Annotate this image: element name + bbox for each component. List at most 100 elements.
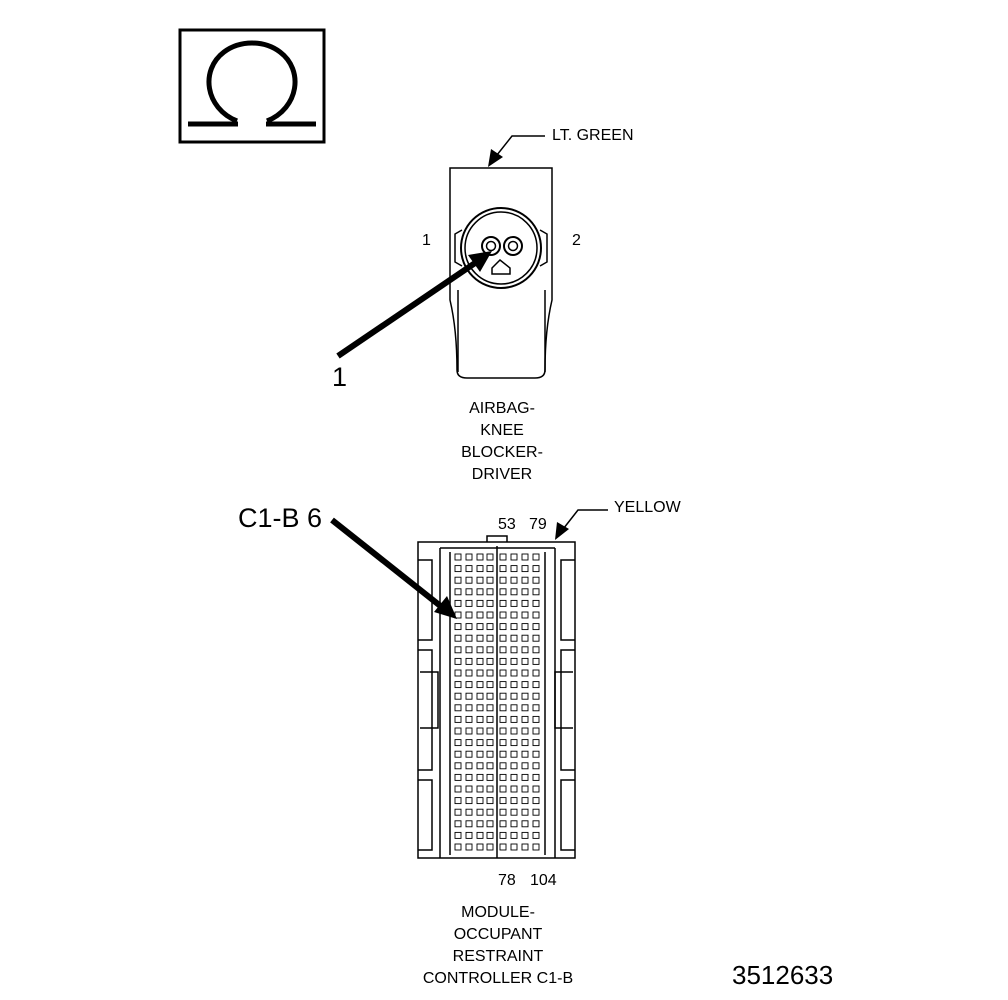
pin-cavity [465,762,473,770]
pin-cavity [521,739,529,747]
pin-cavity [454,623,462,631]
pin-cavity [499,692,507,700]
airbag-connector-name: AIRBAG- KNEE BLOCKER- DRIVER [461,398,543,486]
pin-cavity [486,623,494,631]
pin-cavity [476,750,484,758]
pin-cavity [521,820,529,828]
pin-cavity [499,750,507,758]
pin-cavity [521,646,529,654]
pin-cavity [486,611,494,619]
pin-cavity [532,715,540,723]
yellow-label: YELLOW [614,499,681,516]
pin-cavity [532,553,540,561]
pin-cavity [476,634,484,642]
pin-cavity [532,704,540,712]
pin-cavity [454,681,462,689]
pin-cavity [499,797,507,805]
pin-cavity [532,739,540,747]
pin-cavity [476,611,484,619]
pin-cavity [465,576,473,584]
pin-cavity [499,565,507,573]
pin-cavity [476,797,484,805]
pin-cavity [510,727,518,735]
pin-cavity [486,646,494,654]
pin-cavity [465,646,473,654]
pin-cavity [510,797,518,805]
pin-cavity [521,553,529,561]
pin-cavity [499,715,507,723]
pin-cavity [465,692,473,700]
pin-cavity [476,588,484,596]
pin-cavity [510,599,518,607]
pin-cavity [476,808,484,816]
pin-cavity [532,831,540,839]
module-name-line: MODULE- [461,904,535,921]
pin-cavity [510,634,518,642]
pin-cavity [510,553,518,561]
pin-cavity [476,820,484,828]
pin-cavity [486,657,494,665]
pin-cavity [476,727,484,735]
lt-green-label: LT. GREEN [552,127,634,144]
pin-cavity [521,785,529,793]
module-connector-body [417,535,576,859]
pin-cavity [465,565,473,573]
pin-cavity [499,704,507,712]
pin-cavity [486,797,494,805]
pin-79-label: 79 [529,516,547,533]
pin-cavity [521,843,529,851]
pin-cavity [521,623,529,631]
pin-cavity [510,762,518,770]
pin-cavity [510,692,518,700]
pin-cavity [486,762,494,770]
pin-cavity [486,773,494,781]
pin-cavity [510,646,518,654]
pin-cavity [499,611,507,619]
airbag-name-line: KNEE [480,422,524,439]
pin-cavity [476,762,484,770]
pin-cavity [465,715,473,723]
pin-cavity [521,611,529,619]
pin-cavity [499,820,507,828]
pin-cavity [454,750,462,758]
pin-cavity [510,773,518,781]
pin-cavity [476,576,484,584]
pin-cavity [499,785,507,793]
pin-cavity [521,681,529,689]
pin-cavity [454,599,462,607]
pin-cavity [510,588,518,596]
pin-cavity [510,715,518,723]
pin-cavity [486,576,494,584]
pin-cavity [510,681,518,689]
airbag-name-line: DRIVER [471,466,533,483]
pin-cavity [476,657,484,665]
pin-cavity [499,843,507,851]
pin-cavity [476,565,484,573]
pin-cavity [476,623,484,631]
module-pin-grid [454,553,540,851]
pin-cavity [465,634,473,642]
pin-cavity [486,565,494,573]
pin-cavity [476,669,484,677]
pin-cavity [465,553,473,561]
pin-cavity [486,785,494,793]
pin-cavity [486,831,494,839]
pin-cavity [510,739,518,747]
pin-cavity [532,843,540,851]
pin-cavity [476,831,484,839]
pin-cavity [499,831,507,839]
pin-cavity [532,797,540,805]
pin-cavity [510,704,518,712]
pin-cavity [521,762,529,770]
pin-cavity [465,820,473,828]
pin-cavity [521,727,529,735]
pin-cavity [521,831,529,839]
pin-cavity [486,820,494,828]
pin-cavity [454,808,462,816]
pin-cavity [521,773,529,781]
airbag-connector-body [449,167,553,379]
pin-cavity [476,715,484,723]
pin-cavity [454,820,462,828]
pin-cavity [465,773,473,781]
pin-cavity [521,669,529,677]
